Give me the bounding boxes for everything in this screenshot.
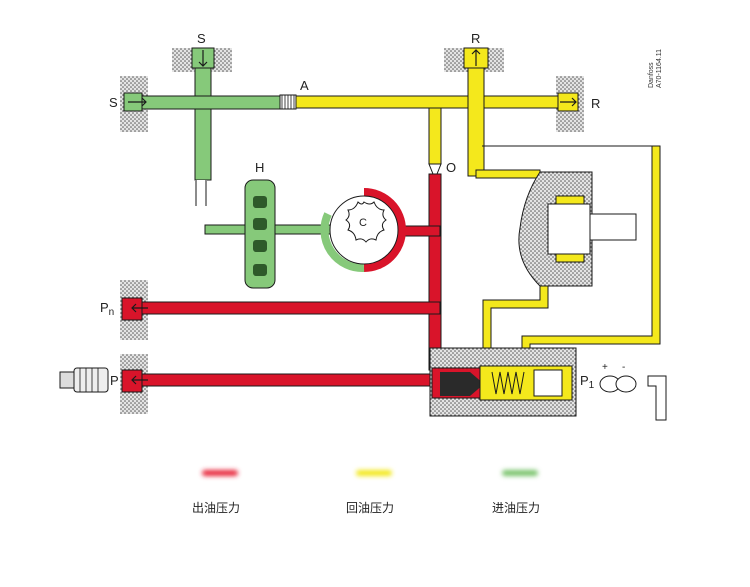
label-h: H bbox=[255, 160, 264, 175]
legend: 出油压力 回油压力 进油压力 bbox=[192, 470, 540, 515]
brand-line2: A70-1164.11 bbox=[656, 49, 663, 88]
regulating-valve bbox=[429, 347, 577, 417]
inlet-lines bbox=[123, 47, 334, 235]
outlet-lines bbox=[121, 173, 442, 393]
label-s-left: S bbox=[109, 95, 118, 110]
label-c: C bbox=[359, 217, 367, 229]
label-a: A bbox=[300, 78, 309, 93]
label-minus: - bbox=[622, 362, 625, 373]
legend-swatch-inlet bbox=[502, 470, 538, 476]
label-s-top: S bbox=[197, 31, 206, 46]
label-p: P bbox=[110, 373, 119, 388]
legend-swatch-outlet bbox=[202, 470, 238, 476]
gauge-fittings bbox=[599, 375, 667, 421]
solenoid-valve bbox=[518, 171, 637, 287]
filter-h bbox=[244, 179, 276, 289]
legend-item-outlet: 出油压力 bbox=[192, 470, 240, 515]
legend-swatch-return bbox=[356, 470, 392, 476]
label-p1: P1 bbox=[580, 373, 595, 391]
brand-line1: Danfoss bbox=[648, 62, 655, 88]
nozzle-o bbox=[428, 163, 442, 175]
gear-pump-c bbox=[320, 188, 406, 273]
legend-label-outlet: 出油压力 bbox=[192, 501, 240, 515]
label-plus: + bbox=[602, 362, 608, 373]
legend-item-return: 回油压力 bbox=[346, 470, 394, 515]
label-o: O bbox=[446, 160, 456, 175]
nozzle-fitting bbox=[59, 367, 109, 393]
label-r-top: R bbox=[471, 31, 480, 46]
legend-label-inlet: 进油压力 bbox=[492, 501, 540, 515]
label-pn: Pn bbox=[100, 300, 114, 318]
legend-label-return: 回油压力 bbox=[346, 501, 394, 515]
legend-item-inlet: 进油压力 bbox=[492, 470, 540, 515]
label-r-right: R bbox=[591, 96, 600, 111]
